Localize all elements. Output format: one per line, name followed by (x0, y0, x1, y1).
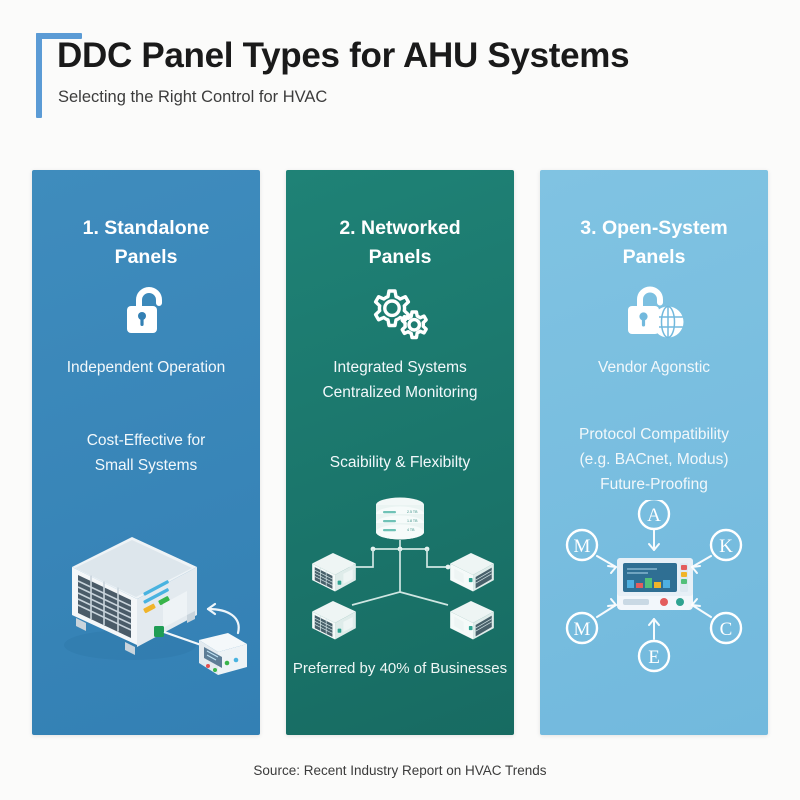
panel-1-icon-slot (32, 282, 260, 344)
protocol-node-letter: K (719, 536, 733, 557)
protocol-node: K (709, 528, 743, 562)
panel-networked[interactable]: 2. Networked Panels Integrated Systems C… (286, 170, 514, 735)
control-panel-with-protocol-nodes-illustration: A K C E M (565, 497, 743, 673)
source-footer: Source: Recent Industry Report on HVAC T… (253, 763, 547, 778)
feature-line: Independent Operation (66, 359, 226, 376)
feature-line: (e.g. BACnet, Modus) (579, 451, 729, 468)
panel-1-features-primary: Independent Operation (32, 355, 260, 380)
svg-text:2.5 TB: 2.5 TB (407, 510, 418, 514)
open-padlock-globe-icon (628, 286, 684, 339)
gears-icon (373, 289, 428, 340)
panel-2-artwork: 2.5 TB 1.8 TB 4 TB (286, 492, 514, 672)
header: DDC Panel Types for AHU Systems Selectin… (0, 0, 800, 150)
feature-line: Future-Proofing (600, 476, 708, 493)
control-panel-device (617, 558, 693, 610)
feature-line: Integrated Systems (333, 359, 467, 376)
protocol-node-letter: E (648, 647, 660, 668)
page-subtitle: Selecting the Right Control for HVAC (58, 88, 328, 106)
protocol-node-letter: M (574, 536, 591, 557)
svg-text:1.8 TB: 1.8 TB (407, 519, 418, 523)
server-networked-to-four-ahu-units-illustration: 2.5 TB 1.8 TB 4 TB (312, 497, 494, 640)
feature-line: Small Systems (94, 457, 198, 474)
panel-1-heading: 1. Standalone Panels (32, 214, 260, 272)
ahu-unit (312, 553, 356, 592)
panel-3-number-label: 3. Open-System (580, 217, 728, 239)
panel-3-artwork: A K C E M (540, 497, 768, 680)
panel-1-features-secondary: Cost-Effective for Small Systems (32, 428, 260, 478)
panel-standalone[interactable]: 1. Standalone Panels Independent Operati… (32, 170, 260, 735)
feature-line: Centralized Monitoring (322, 384, 478, 401)
feature-line: Scaibility & Flexibilty (329, 454, 471, 471)
panel-3-name-label: Panels (622, 246, 686, 268)
ahu-unit (312, 601, 356, 640)
bracket-accent-vertical (36, 33, 42, 118)
ahu-unit (450, 601, 494, 640)
bracket-accent-horizontal (36, 33, 82, 39)
panel-2-icon-slot (286, 282, 514, 344)
panel-2-number-label: 2. Networked (339, 217, 461, 239)
panel-2-features-secondary: Scaibility & Flexibilty (286, 450, 514, 475)
panel-3-features-secondary: Protocol Compatibility (e.g. BACnet, Mod… (540, 422, 768, 497)
protocol-node-letter: A (647, 505, 661, 526)
protocol-node: C (709, 611, 743, 645)
panel-1-number-label: 1. Standalone (82, 217, 210, 239)
panel-2-caption: Preferred by 40% of Businesses (292, 660, 508, 677)
protocol-node: M (565, 528, 599, 562)
feature-line: Vendor Agonstic (597, 359, 711, 376)
panel-2-heading: 2. Networked Panels (286, 214, 514, 272)
panel-3-icon-slot (540, 282, 768, 344)
protocol-node-letter: M (574, 619, 591, 640)
ahu-unit (450, 553, 494, 592)
feature-line: Protocol Compatibility (579, 426, 729, 443)
panel-1-artwork (32, 505, 260, 705)
page-title: DDC Panel Types for AHU Systems (57, 36, 630, 75)
open-padlock-icon (127, 287, 162, 333)
panel-3-features-primary: Vendor Agonstic (540, 355, 768, 380)
protocol-node: M (565, 611, 599, 645)
panel-open-system[interactable]: 3. Open-System Panels (540, 170, 768, 735)
protocol-node: A (637, 497, 671, 531)
panel-2-features-primary: Integrated Systems Centralized Monitorin… (286, 355, 514, 405)
panel-3-heading: 3. Open-System Panels (540, 214, 768, 272)
server-stack: 2.5 TB 1.8 TB 4 TB (376, 497, 424, 540)
panel-1-name-label: Panels (114, 246, 178, 268)
svg-text:4 TB: 4 TB (407, 528, 415, 532)
protocol-node: E (637, 639, 671, 673)
panel-2-name-label: Panels (368, 246, 432, 268)
isometric-ahu-with-wired-controller-illustration (64, 537, 247, 675)
feature-line: Cost-Effective for (86, 432, 206, 449)
protocol-node-letter: C (720, 619, 733, 640)
